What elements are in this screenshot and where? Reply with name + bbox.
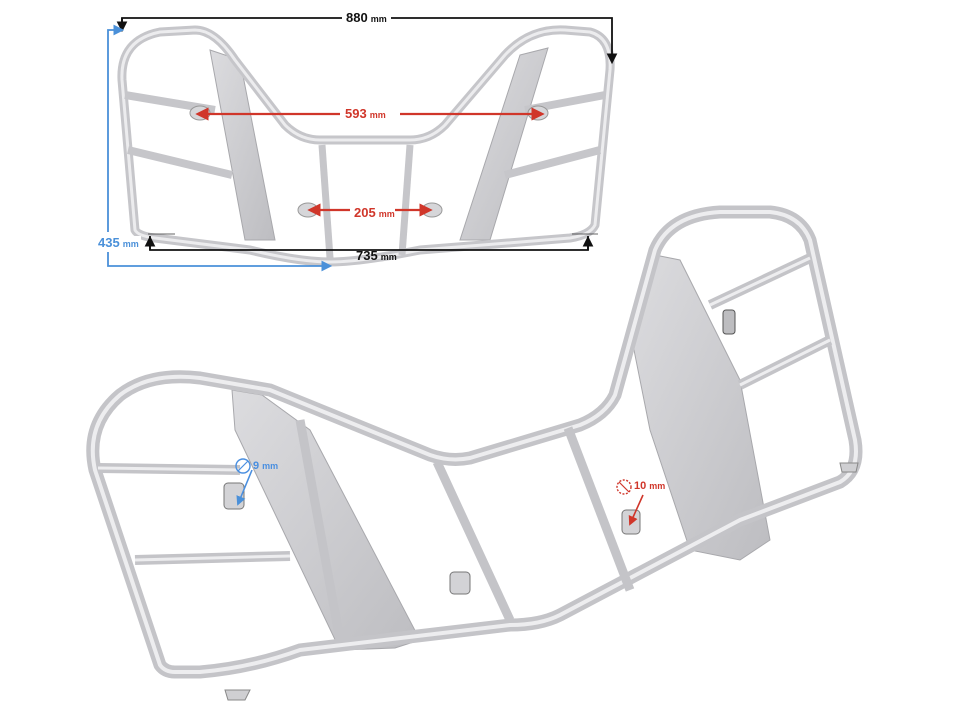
diameter-icon [616, 479, 632, 495]
dimension-unit: mm [649, 481, 666, 491]
left-side-plate [231, 389, 421, 651]
callout-right-hole [616, 479, 644, 526]
dimension-value: 10 [634, 480, 647, 492]
dimension-value: 880 [346, 10, 368, 25]
dimension-value: 9 [253, 460, 260, 472]
right-side-plate [459, 47, 549, 241]
mount-bracket [722, 309, 736, 335]
right-side-plate [629, 254, 771, 561]
dimension-unit: mm [122, 239, 139, 249]
dimension-depth [107, 24, 333, 272]
dimension-value: 435 [98, 235, 120, 250]
left-side-plate [209, 49, 276, 241]
dimension-unit: mm [378, 209, 395, 219]
mount-bracket [449, 571, 471, 595]
perspective-view-rack [86, 205, 863, 701]
foot-bracket [224, 689, 251, 701]
callout-left-hole [235, 458, 253, 506]
foot-bracket [839, 462, 859, 473]
dimension-unit: mm [380, 252, 397, 262]
dimension-base-width [144, 233, 598, 251]
dimension-value: 593 [345, 106, 367, 121]
diameter-icon [235, 458, 251, 474]
dimension-unit: mm [369, 110, 386, 120]
top-view-rack [117, 25, 615, 267]
dimension-value: 735 [356, 248, 378, 263]
dimension-unit: mm [262, 461, 279, 471]
dimension-unit: mm [370, 14, 387, 24]
dimension-value: 205 [354, 205, 376, 220]
